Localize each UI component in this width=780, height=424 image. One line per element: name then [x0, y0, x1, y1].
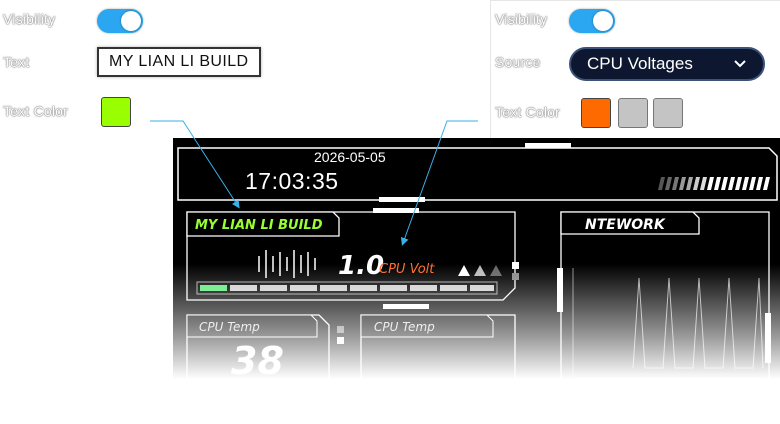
- network-title: NTEWORK: [585, 217, 665, 233]
- visibility-toggle-left[interactable]: [97, 9, 143, 33]
- text-input[interactable]: MY LIAN LI BUILD: [97, 47, 261, 77]
- toggle-knob: [121, 11, 141, 31]
- source-select[interactable]: CPU Voltages: [569, 47, 765, 81]
- cpu-temp-label-2: CPU Temp: [374, 320, 435, 334]
- text-color-label-left: Text Color: [3, 103, 69, 119]
- text-color-swatch-orange[interactable]: [581, 98, 611, 128]
- chevron-down-icon: [734, 60, 746, 68]
- visibility-label-right: Visibility: [495, 11, 548, 27]
- display-date: 2026-05-05: [314, 149, 386, 165]
- cpu-temp-label-1: CPU Temp: [199, 320, 260, 334]
- cpu-volt-label: CPU Volt: [379, 262, 435, 277]
- cpu-temp-value-1: 38: [231, 339, 284, 383]
- lcd-display-preview: 2026-05-05 17:03:35 MY LIAN LI BUILD 1.0…: [173, 138, 780, 424]
- visibility-label-left: Visibility: [3, 11, 56, 27]
- source-label: Source: [495, 54, 541, 70]
- cpu-volt-value: 1.0: [338, 251, 385, 281]
- display-time: 17:03:35: [245, 168, 339, 194]
- visibility-toggle-right[interactable]: [569, 9, 615, 33]
- text-color-swatch-gray-2[interactable]: [653, 98, 683, 128]
- source-select-value: CPU Voltages: [587, 54, 693, 73]
- text-color-swatch-gray-1[interactable]: [618, 98, 648, 128]
- text-color-swatch-green[interactable]: [101, 97, 131, 127]
- display-custom-text: MY LIAN LI BUILD: [195, 218, 323, 233]
- text-color-label-right: Text Color: [495, 104, 561, 120]
- text-label: Text: [3, 54, 30, 70]
- toggle-knob: [593, 11, 613, 31]
